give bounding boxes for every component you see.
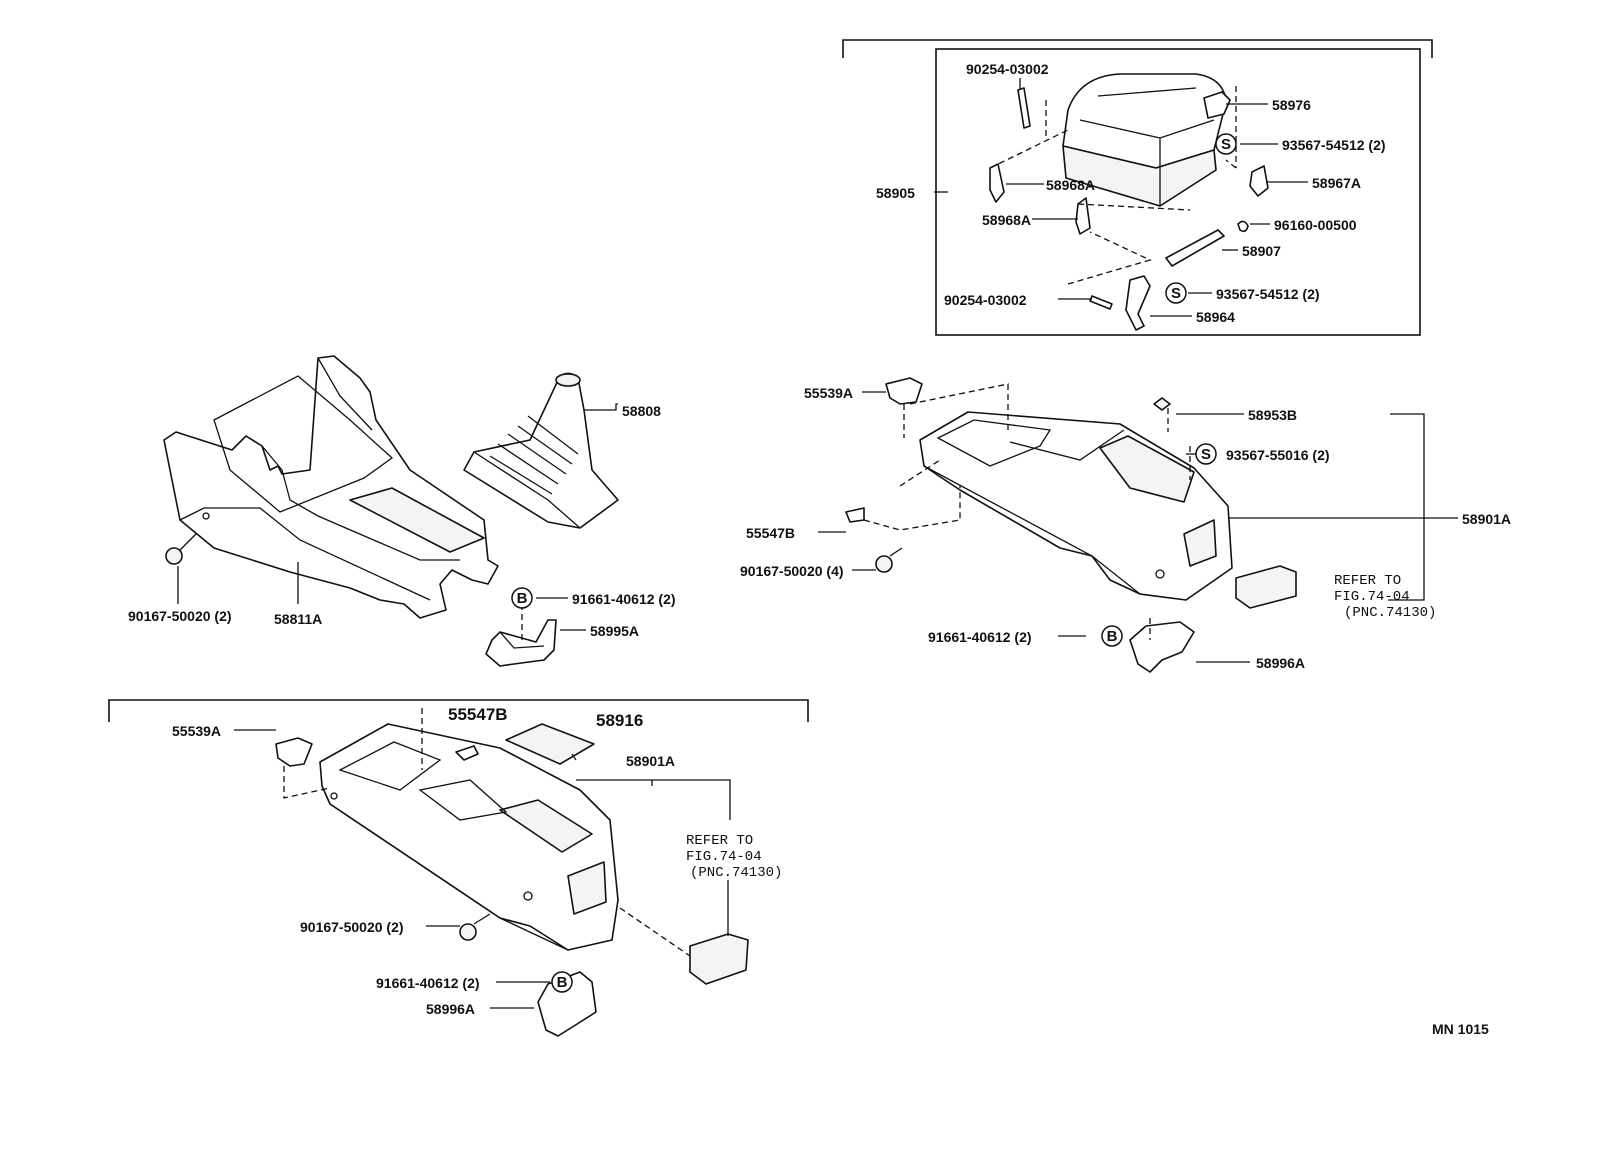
label-58967A: 58967A (1312, 175, 1361, 191)
outer-bracket-frame (842, 39, 1433, 58)
bottom-bracket-frame (108, 699, 809, 722)
hinge-58976-drawing (1203, 91, 1231, 119)
svg-text:S: S (1171, 285, 1181, 302)
label-90167-50020-right: 90167-50020 (4) (740, 563, 844, 579)
refer-right-line-1: REFER TO (1334, 573, 1401, 589)
label-93567-54512-b: 93567-54512 (2) (1216, 286, 1320, 302)
clip-55539A-bottom-drawing (275, 737, 313, 767)
refer-bottom-line-3: (PNC.74130) (690, 865, 782, 881)
label-96160-00500: 96160-00500 (1274, 217, 1357, 233)
bolt-90167-left-drawing (165, 533, 197, 565)
square-58953B-drawing (1153, 397, 1171, 411)
screw-badge-s-1: S (1215, 133, 1237, 155)
front-console-group: B 58808 90167-50020 (2) 58811A 91661-406… (128, 355, 676, 667)
rear-console-right-group: S B 55539A 58953B 93567-55016 (2) 55547B… (740, 377, 1511, 673)
pin-top-drawing (1017, 87, 1031, 129)
bracket-58995A-drawing (485, 619, 557, 667)
rear-console-58901A-right-drawing (919, 411, 1233, 601)
screw-badge-s-2: S (1165, 282, 1187, 304)
label-55547B-bottom: 55547B (448, 705, 508, 724)
label-91661-40612-bottom: 91661-40612 (2) (376, 975, 480, 991)
label-58808: 58808 (622, 403, 661, 419)
label-58964: 58964 (1196, 309, 1235, 325)
label-58916: 58916 (596, 711, 643, 730)
svg-text:S: S (1201, 446, 1211, 463)
svg-text:B: B (557, 974, 568, 991)
bolt-badge-b-left: B (511, 587, 533, 609)
refer-right-line-2: FIG.74-04 (1334, 589, 1410, 605)
label-58901A-bottom: 58901A (626, 753, 675, 769)
refer-bottom-line-2: FIG.74-04 (686, 849, 762, 865)
label-58968A-b: 58968A (982, 212, 1031, 228)
clip-55547B-bottom-drawing (455, 745, 479, 761)
svg-text:B: B (1107, 628, 1118, 645)
bolt-badge-b-right: B (1101, 625, 1123, 647)
refer-bottom-line-1: REFER TO (686, 833, 753, 849)
svg-text:B: B (517, 590, 528, 607)
label-58996A-right: 58996A (1256, 655, 1305, 671)
label-91661-40612-right: 91661-40612 (2) (928, 629, 1032, 645)
label-93567-54512-a: 93567-54512 (2) (1282, 137, 1386, 153)
label-58968A-a: 58968A (1046, 177, 1095, 193)
label-55539A-right: 55539A (804, 385, 853, 401)
clip-58968A-a-drawing (989, 163, 1005, 203)
refer-right-line-3: (PNC.74130) (1344, 605, 1436, 621)
bracket-58996A-right-drawing (1129, 621, 1195, 673)
label-90167-50020-bottom: 90167-50020 (2) (300, 919, 404, 935)
spring-96160-drawing (1237, 220, 1249, 233)
label-90254-03002-top: 90254-03002 (966, 61, 1049, 77)
pin-bottom-drawing (1089, 295, 1113, 310)
label-58907: 58907 (1242, 243, 1281, 259)
label-58901A-right: 58901A (1462, 511, 1511, 527)
svg-text:S: S (1221, 136, 1231, 153)
label-55539A-bottom: 55539A (172, 723, 221, 739)
label-58811A: 58811A (274, 611, 322, 627)
clip-55539A-right-drawing (885, 377, 923, 405)
label-93567-55016: 93567-55016 (2) (1226, 447, 1330, 463)
label-58905: 58905 (876, 185, 915, 201)
label-90254-03002-bottom: 90254-03002 (944, 292, 1027, 308)
armrest-assembly: S S 90254-03002 58976 93567-54512 (2) 58… (842, 39, 1433, 336)
bolt-90167-right-drawing (875, 547, 903, 573)
label-58953B: 58953B (1248, 407, 1297, 423)
lever-58964-drawing (1125, 275, 1151, 331)
diagram-id: MN 1015 (1432, 1021, 1489, 1037)
screw-badge-s-3: S (1195, 443, 1217, 465)
label-55547B-right: 55547B (746, 525, 795, 541)
bracket-58967A-drawing (1249, 165, 1269, 197)
label-91661-40612-left: 91661-40612 (2) (572, 591, 676, 607)
armrest-lid-drawing (1062, 73, 1227, 207)
shift-boot-58808-drawing (463, 372, 619, 529)
front-console-58811A-drawing (163, 355, 499, 619)
bezel-right-drawing (1235, 565, 1297, 609)
label-58996A-bottom: 58996A (426, 1001, 475, 1017)
label-58976: 58976 (1272, 97, 1311, 113)
bezel-bottom-drawing (689, 933, 749, 985)
label-58995A: 58995A (590, 623, 639, 639)
label-90167-50020-left: 90167-50020 (2) (128, 608, 232, 624)
lock-58907-drawing (1165, 229, 1225, 267)
clip-55547B-right-drawing (845, 507, 865, 523)
bolt-badge-b-bottom: B (551, 971, 573, 993)
rear-console-bottom-group: B 55539A 55547B 58916 58901A 90167-50020… (108, 699, 809, 1037)
bolt-90167-bottom-drawing (459, 913, 491, 941)
